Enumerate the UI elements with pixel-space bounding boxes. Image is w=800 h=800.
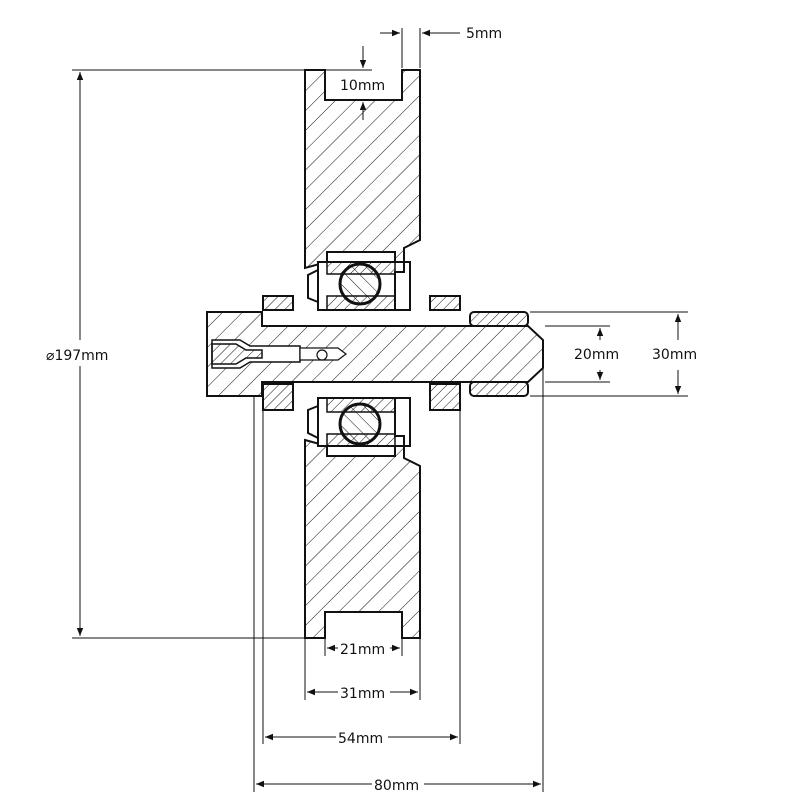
- dim-wheel-width: 31mm: [304, 466, 421, 702]
- diameter-symbol: ⌀: [46, 348, 55, 364]
- dim-hub-width: 54mm: [262, 410, 461, 747]
- spacers: [262, 295, 529, 411]
- wheel-lower-half: [304, 438, 421, 639]
- lower-bearing-ball: [338, 402, 382, 446]
- dim-axle-outer-label: 30mm: [652, 347, 697, 363]
- dim-outer-diameter: ⌀197mm: [44, 69, 305, 639]
- dim-groove-width-label: 21mm: [340, 642, 385, 658]
- dim-outer-diameter-label: 197mm: [54, 348, 108, 364]
- upper-bearing: [307, 261, 411, 311]
- dim-hub-width-label: 54mm: [338, 731, 383, 747]
- dim-wheel-width-label: 31mm: [340, 686, 385, 702]
- lower-bearing: [307, 397, 411, 447]
- dim-rim-slot: 5mm: [380, 26, 502, 68]
- dim-axle-inner-label: 20mm: [574, 347, 619, 363]
- dim-groove-width: 21mm: [324, 612, 403, 658]
- dim-rim-slot-label: 5mm: [466, 26, 502, 42]
- dim-axle-length: 80mm: [253, 368, 544, 794]
- dim-axle-length-label: 80mm: [374, 778, 419, 794]
- axle: [206, 311, 544, 397]
- dim-groove-depth-label: 10mm: [340, 78, 385, 94]
- dim-axle-diameters: 20mm 30mm: [530, 311, 697, 397]
- svg-text:⌀197mm: ⌀197mm: [46, 348, 108, 364]
- upper-bearing-ball: [338, 262, 382, 306]
- dim-groove-depth: 10mm: [325, 46, 385, 120]
